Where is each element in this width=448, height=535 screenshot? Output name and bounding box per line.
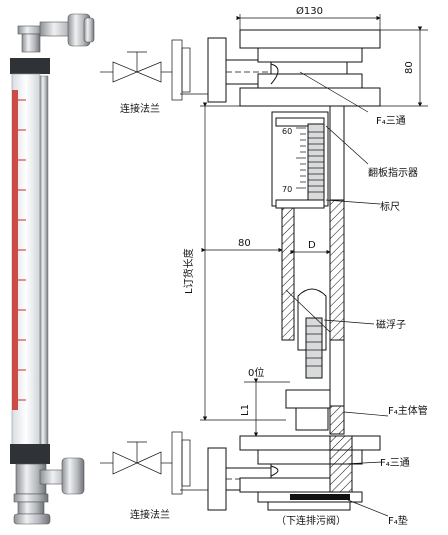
scale-ticks (296, 127, 306, 189)
dim-length: L订货长度 (182, 102, 286, 421)
bottom-tee (239, 435, 381, 511)
top-valve (100, 39, 191, 101)
dim-80-side: 80 (201, 238, 283, 253)
dim-80-top-text: 80 (404, 61, 415, 74)
indicator-slats (308, 131, 324, 193)
label-main-pipe: F₄主体管 (388, 404, 428, 417)
label-tee-top: F₄三通 (376, 115, 406, 127)
label-gasket: F₄垫 (388, 514, 408, 527)
label-indicator: 翻板指示器 (368, 166, 418, 179)
label-flange-bottom: 连接法兰 (130, 508, 170, 521)
top-tee (239, 29, 381, 107)
leaders (180, 71, 389, 517)
lower-box (285, 389, 345, 435)
dim-D-text: D (308, 240, 316, 251)
dim-130-text: Ø130 (296, 5, 323, 17)
dim-130: Ø130 (236, 5, 381, 30)
label-tee-bottom: F₄三通 (380, 457, 410, 469)
dim-80-side-text: 80 (238, 238, 251, 249)
main-pipe (281, 105, 345, 407)
dim-D: D (290, 240, 331, 255)
scale-ticks-photo (18, 99, 26, 401)
label-flange-top: 连接法兰 (120, 102, 160, 115)
l1-text: L1 (240, 404, 251, 416)
scale-60: 60 (282, 127, 292, 136)
length-label: L订货长度 (182, 248, 195, 294)
zero-level: 0位 L1 (240, 366, 290, 437)
label-drain-valve: （下连排污阀） (276, 514, 346, 527)
scale-70: 70 (282, 185, 292, 194)
bottom-valve (100, 431, 191, 495)
flip-indicator: 60 70 (271, 111, 329, 209)
label-scale: 标尺 (380, 201, 400, 213)
technical-drawing: Ø130 80 (100, 5, 428, 527)
label-float: 磁浮子 (376, 318, 406, 331)
dim-80-top: 80 (380, 26, 428, 107)
product-photo (10, 13, 95, 525)
zero-level-text: 0位 (248, 366, 264, 379)
magnetic-float (285, 288, 331, 379)
